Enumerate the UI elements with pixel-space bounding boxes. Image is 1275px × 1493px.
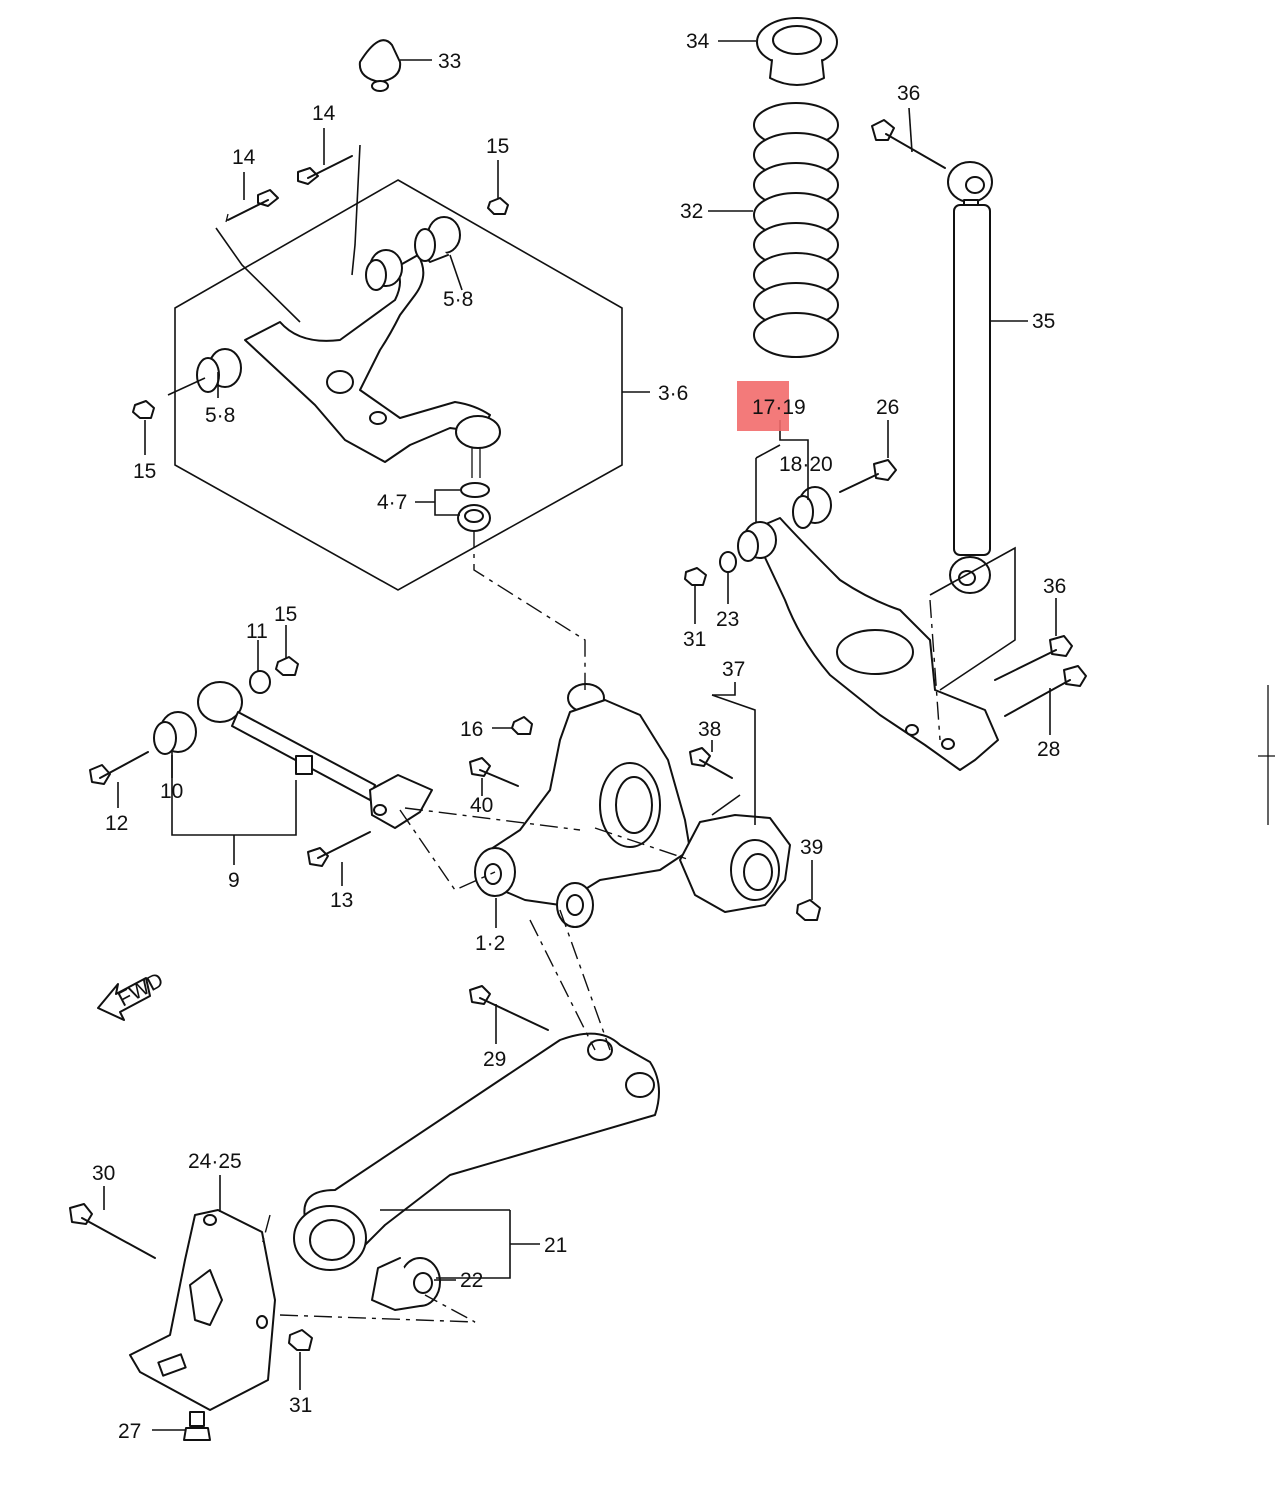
label-31a: 31 xyxy=(683,628,706,651)
label-33: 33 xyxy=(438,50,461,73)
bolt-36b xyxy=(994,635,1073,681)
label-36b: 36 xyxy=(1043,575,1066,598)
nut-31b xyxy=(288,1329,313,1351)
label-37: 37 xyxy=(722,658,745,681)
label-28: 28 xyxy=(1037,738,1060,761)
label-15a: 15 xyxy=(486,135,509,158)
coil-spring xyxy=(753,102,839,358)
label-17-19: 17·19 xyxy=(752,396,806,419)
washer-23 xyxy=(719,551,737,573)
knuckle xyxy=(474,683,691,928)
fwd-arrow-icon xyxy=(97,977,151,1021)
wheel-hub xyxy=(679,814,791,913)
nut-39 xyxy=(796,899,821,921)
label-32: 32 xyxy=(680,200,703,223)
label-30: 30 xyxy=(92,1162,115,1185)
label-38: 38 xyxy=(698,718,721,741)
label-29: 29 xyxy=(483,1048,506,1071)
bushing-10 xyxy=(153,711,197,755)
label-14b: 14 xyxy=(312,102,336,125)
bolt-26 xyxy=(839,459,897,493)
label-9: 9 xyxy=(228,869,240,892)
bushing-lower-arm-b xyxy=(737,521,777,562)
lower-arm xyxy=(751,517,999,771)
callout-labels: 33 34 36 14 14 15 32 5·8 35 3·6 5·8 17·1… xyxy=(92,30,1066,1443)
bolt-36a xyxy=(871,119,946,169)
bushing-upper-middle xyxy=(365,249,403,291)
shock-absorber xyxy=(947,161,993,594)
label-14a: 14 xyxy=(232,146,256,169)
label-26: 26 xyxy=(876,396,899,419)
bolt-28 xyxy=(1004,665,1087,717)
label-11: 11 xyxy=(246,620,268,643)
label-10: 10 xyxy=(160,780,183,803)
bolt-13 xyxy=(307,831,371,867)
bushing-upper-right xyxy=(414,216,461,263)
bump-stopper xyxy=(358,39,402,83)
bushing-22 xyxy=(371,1257,441,1311)
nut-15a xyxy=(487,197,509,215)
label-27: 27 xyxy=(118,1420,141,1443)
label-3-6: 3·6 xyxy=(658,382,688,405)
washer-11 xyxy=(249,670,271,694)
label-22: 22 xyxy=(460,1269,483,1292)
label-13: 13 xyxy=(330,889,353,912)
bolt-14a xyxy=(225,189,279,223)
trailing-arm xyxy=(293,1032,660,1271)
bolt-38 xyxy=(689,747,733,779)
label-15c: 15 xyxy=(274,603,297,626)
fwd-label: FWD xyxy=(114,968,167,1011)
label-23: 23 xyxy=(716,608,739,631)
label-5-8a: 5·8 xyxy=(443,288,473,311)
label-4-7: 4·7 xyxy=(377,491,407,514)
label-1-2: 1·2 xyxy=(475,932,505,955)
leader-lines xyxy=(103,40,1057,1431)
snap-ring xyxy=(460,482,490,498)
upper-arm-part xyxy=(244,254,501,478)
label-12: 12 xyxy=(105,812,128,835)
bolt-14b xyxy=(297,155,353,185)
nut-15c xyxy=(275,656,299,676)
label-21: 21 xyxy=(544,1234,567,1257)
bolt-40 xyxy=(469,757,519,787)
label-24-25: 24·25 xyxy=(188,1150,242,1173)
bolt-30 xyxy=(69,1203,156,1259)
label-34: 34 xyxy=(686,30,710,53)
label-36a: 36 xyxy=(897,82,920,105)
label-39: 39 xyxy=(800,836,823,859)
label-18-20: 18·20 xyxy=(779,453,833,476)
bolt-12 xyxy=(89,751,149,785)
label-5-8b: 5·8 xyxy=(205,404,235,427)
nut-16 xyxy=(511,716,533,735)
bracket xyxy=(129,1209,276,1411)
label-15b: 15 xyxy=(133,460,156,483)
nut-15b xyxy=(132,400,155,419)
upper-arm-kit-outline xyxy=(174,179,623,591)
label-31b: 31 xyxy=(289,1394,312,1417)
spring-seat xyxy=(756,17,838,86)
assembly-lines xyxy=(261,530,941,1323)
highlight-17-19 xyxy=(737,381,789,431)
lateral-rod xyxy=(197,681,433,829)
bushing-upper-left xyxy=(196,348,242,393)
bolt-29 xyxy=(469,985,549,1031)
nut-31a xyxy=(684,567,707,586)
label-35: 35 xyxy=(1032,310,1055,333)
bolt-27 xyxy=(183,1411,211,1441)
label-16: 16 xyxy=(460,718,483,741)
label-40: 40 xyxy=(470,794,493,817)
bushing-lower-arm-a xyxy=(792,486,832,529)
